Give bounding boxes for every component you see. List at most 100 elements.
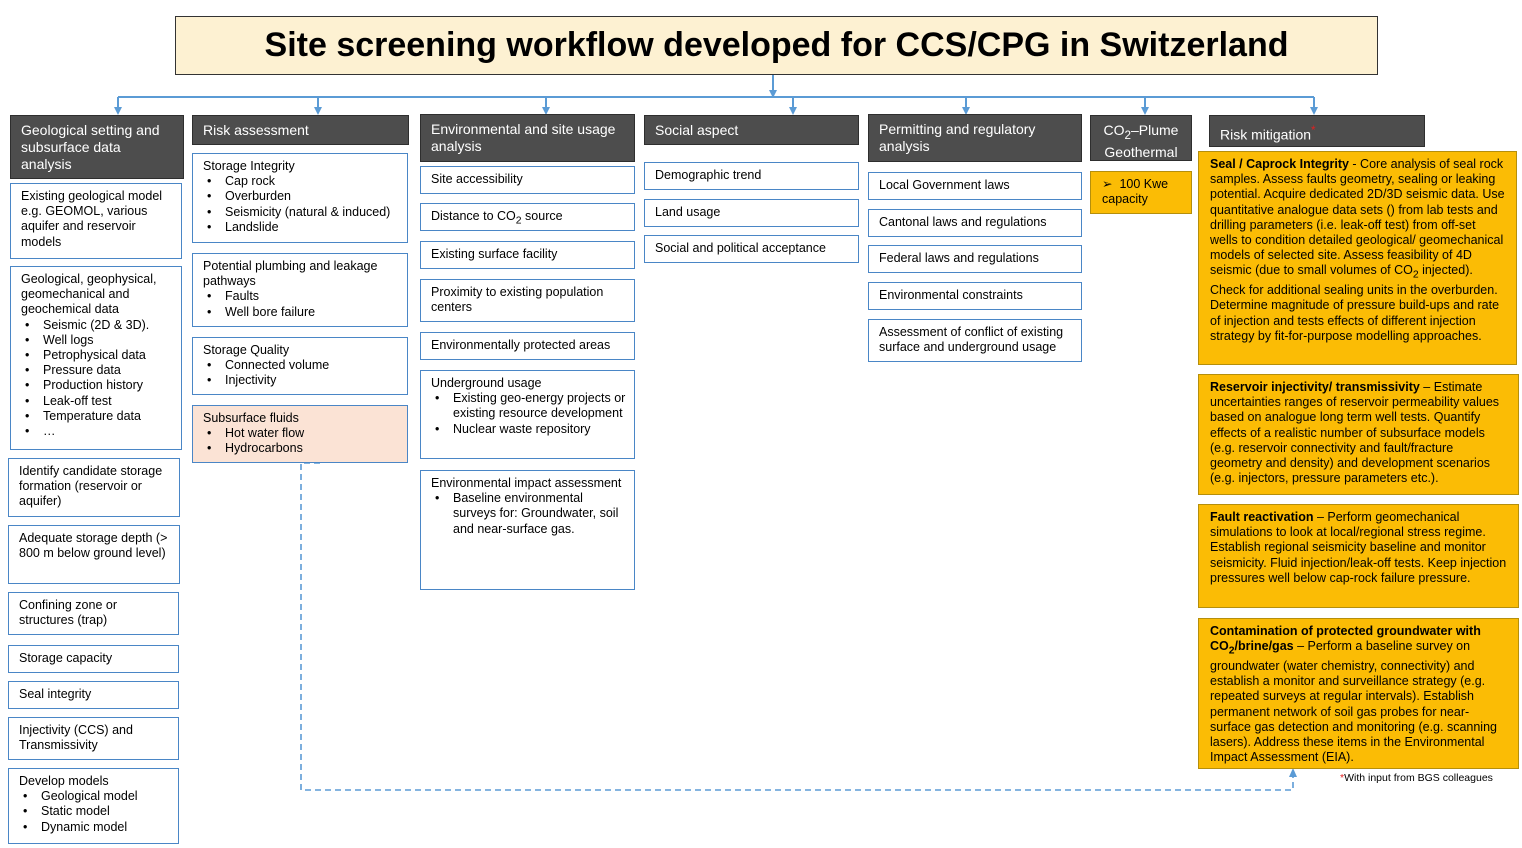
distance-co2-pre: Distance to CO — [431, 209, 516, 223]
box-protected-areas: Environmentally protected areas — [420, 332, 635, 360]
footnote-asterisk: * — [1340, 772, 1345, 784]
list-item: Existing geo-energy projects or existing… — [435, 391, 626, 421]
box-confining-zone: Confining zone or structures (trap) — [8, 592, 179, 635]
box-distance-to-co2-source: Distance to CO2 source — [420, 203, 635, 231]
header-geological-setting: Geological setting and subsurface data a… — [10, 115, 184, 179]
list-item: Baseline environmental surveys for: Grou… — [435, 491, 626, 537]
box-social-acceptance: Social and political acceptance — [644, 235, 859, 263]
box-environmental-impact-title: Environmental impact assessment — [431, 476, 622, 490]
box-storage-integrity: Storage Integrity Cap rock Overburden Se… — [192, 153, 408, 243]
box-reservoir-injectivity: Reservoir injectivity/ transmissivity – … — [1198, 374, 1519, 495]
geological-data-list: Seismic (2D & 3D). Well logs Petrophysic… — [21, 318, 173, 440]
list-item: Overburden — [207, 189, 399, 204]
seal-caprock-text-a: - Core analysis of seal rock samples. As… — [1210, 157, 1505, 278]
groundwater-heading-a: Contamination of protected groundwater w… — [1210, 624, 1481, 654]
box-federal-laws: Federal laws and regulations — [868, 245, 1082, 273]
storage-integrity-list: Cap rock Overburden Seismicity (natural … — [203, 174, 399, 235]
list-item: Petrophysical data — [25, 348, 173, 363]
footnote: *With input from BGS colleagues — [1340, 772, 1515, 790]
list-item: Connected volume — [207, 358, 399, 373]
box-storage-quality: Storage Quality Connected volume Injecti… — [192, 337, 408, 395]
box-geological-data-title: Geological, geophysical, geomechanical a… — [21, 272, 157, 317]
environmental-impact-list: Baseline environmental surveys for: Grou… — [431, 491, 626, 537]
seal-caprock-heading: Seal / Caprock Integrity — [1210, 157, 1349, 171]
box-geological-data: Geological, geophysical, geomechanical a… — [10, 266, 182, 450]
footnote-text: With input from BGS colleagues — [1344, 772, 1493, 784]
box-environmental-impact: Environmental impact assessment Baseline… — [420, 470, 635, 590]
leakage-pathways-list: Faults Well bore failure — [203, 289, 399, 320]
list-item: Nuclear waste repository — [435, 422, 626, 437]
box-develop-models-title: Develop models — [19, 774, 109, 788]
fault-reactivation-text: – Perform geomechanical simulations to l… — [1210, 510, 1507, 585]
box-underground-usage-title: Underground usage — [431, 376, 542, 390]
box-seal-integrity: Seal integrity — [8, 681, 179, 709]
box-site-accessibility: Site accessibility — [420, 166, 635, 194]
asterisk: * — [1311, 124, 1316, 137]
groundwater-heading: Contamination of protected groundwater w… — [1210, 624, 1481, 657]
box-adequate-storage-depth: Adequate storage depth (> 800 m below gr… — [8, 525, 180, 584]
box-proximity-population: Proximity to existing population centers — [420, 279, 635, 322]
list-item: Seismicity (natural & induced) — [207, 205, 399, 220]
list-item: Seismic (2D & 3D). — [25, 318, 173, 333]
list-item: Landslide — [207, 220, 399, 235]
box-storage-capacity: Storage capacity — [8, 645, 179, 673]
box-existing-geological-model: Existing geological model e.g. GEOMOL, v… — [10, 183, 182, 259]
groundwater-heading-b: /brine/gas — [1234, 639, 1294, 654]
box-underground-usage: Underground usage Existing geo-energy pr… — [420, 370, 635, 459]
box-fault-reactivation: Fault reactivation – Perform geomechanic… — [1198, 504, 1519, 608]
reservoir-injectivity-text: – Estimate uncertainties ranges of reser… — [1210, 380, 1500, 486]
list-item: Well logs — [25, 333, 173, 348]
box-leakage-pathways: Potential plumbing and leakage pathways … — [192, 253, 408, 327]
arrow-bullet-icon: ➢ — [1102, 177, 1113, 191]
box-storage-integrity-title: Storage Integrity — [203, 159, 295, 173]
list-item: Well bore failure — [207, 305, 399, 320]
mitigation-header-label: Risk mitigation — [1220, 126, 1312, 143]
list-item: Temperature data — [25, 409, 173, 424]
distance-co2-post: source — [521, 209, 563, 223]
list-item: Production history — [25, 378, 173, 393]
header-risk-mitigation: Risk mitigation* — [1209, 115, 1425, 147]
groundwater-text: – Perform a baseline survey on groundwat… — [1210, 639, 1497, 765]
plume-header-pre: CO — [1103, 122, 1125, 138]
storage-quality-list: Connected volume Injectivity — [203, 358, 399, 389]
reservoir-injectivity-heading: Reservoir injectivity/ transmissivity — [1210, 380, 1420, 394]
list-item: Leak-off test — [25, 394, 173, 409]
list-item: Hot water flow — [207, 426, 399, 441]
list-item: Pressure data — [25, 363, 173, 378]
box-subsurface-fluids-title: Subsurface fluids — [203, 411, 299, 425]
list-item: Geological model — [23, 789, 170, 804]
groundwater-heading-sub: 2 — [1228, 645, 1235, 657]
list-item: Static model — [23, 804, 170, 819]
box-identify-storage-formation: Identify candidate storage formation (re… — [8, 458, 180, 517]
header-co2-plume-geothermal: CO2–Plume Geothermal — [1090, 115, 1192, 161]
box-develop-models: Develop models Geological model Static m… — [8, 768, 179, 844]
list-item: Dynamic model — [23, 820, 170, 835]
plume-header-sub: 2 — [1124, 128, 1131, 142]
capacity-text: 100 Kwe capacity — [1102, 177, 1169, 207]
list-item: Faults — [207, 289, 399, 304]
feedback-dashed-line — [300, 462, 1294, 791]
box-demographic-trend: Demographic trend — [644, 162, 859, 190]
box-existing-surface-facility: Existing surface facility — [420, 241, 635, 269]
box-local-government-laws: Local Government laws — [868, 172, 1082, 200]
box-seal-caprock-integrity: Seal / Caprock Integrity - Core analysis… — [1198, 151, 1517, 365]
seal-caprock-sub: 2 — [1412, 269, 1419, 281]
header-permitting-regulatory: Permitting and regulatory analysis — [868, 114, 1082, 162]
box-land-usage: Land usage — [644, 199, 859, 227]
page-title: Site screening workflow developed for CC… — [175, 16, 1378, 75]
box-storage-quality-title: Storage Quality — [203, 343, 290, 357]
header-environmental-site-usage: Environmental and site usage analysis — [420, 114, 635, 162]
underground-usage-list: Existing geo-energy projects or existing… — [431, 391, 626, 437]
feedback-arrowhead — [1289, 768, 1297, 777]
subsurface-fluids-list: Hot water flow Hydrocarbons — [203, 426, 399, 457]
distance-co2-sub: 2 — [515, 215, 522, 227]
box-assessment-conflict: Assessment of conflict of existing surfa… — [868, 319, 1082, 362]
seal-caprock-text-b: injected). Check for additional sealing … — [1210, 263, 1500, 343]
box-subsurface-fluids: Subsurface fluids Hot water flow Hydroca… — [192, 405, 408, 463]
plume-header-post: –Plume Geothermal — [1104, 122, 1179, 160]
develop-models-list: Geological model Static model Dynamic mo… — [19, 789, 170, 835]
list-item: Cap rock — [207, 174, 399, 189]
box-environmental-constraints: Environmental constraints — [868, 282, 1082, 310]
box-cantonal-laws: Cantonal laws and regulations — [868, 209, 1082, 237]
